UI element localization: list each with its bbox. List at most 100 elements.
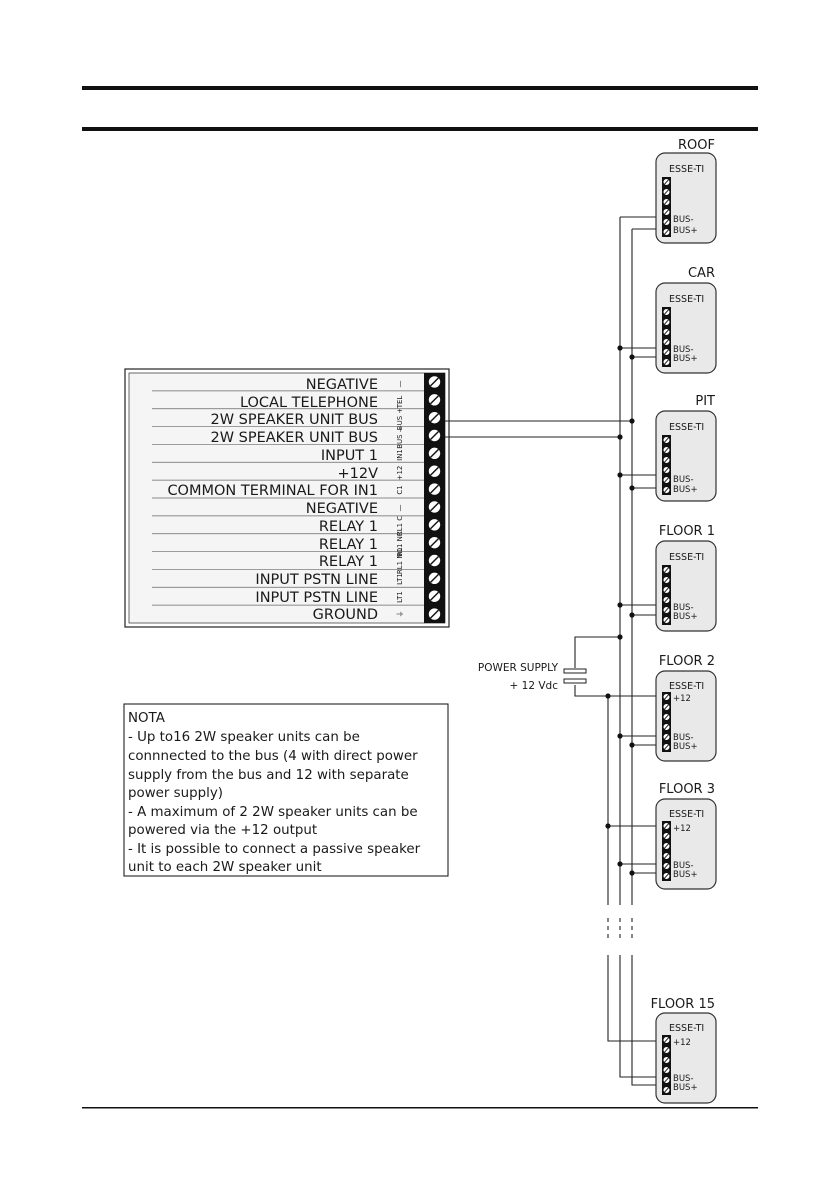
terminal-label: 2W SPEAKER UNIT BUS [210,430,378,446]
unit-screw-slot [664,447,669,453]
junction-dot [617,434,623,440]
terminal-label: NEGATIVE [306,501,378,517]
note-line: - A maximum of 2 2W speaker units can be [128,805,418,820]
unit-screw-slot [664,714,669,720]
terminal-label: 2W SPEAKER UNIT BUS [210,412,378,428]
unit-screw-slot [664,577,669,583]
unit-screw-slot [664,724,669,730]
unit-title: FLOOR 3 [659,782,715,797]
junction-dot [617,861,623,867]
terminal-strip [424,373,445,623]
unit-pin: BUS- [673,861,694,871]
terminal-block-frame [124,368,450,628]
junction-dot [629,485,635,491]
unit-screw-slot [664,209,669,215]
unit-screw-slot [664,1057,669,1063]
supply-bottom-lead [574,685,663,697]
screw-slot [430,413,439,423]
screw-slot [430,520,439,530]
unit-screw-slot [664,704,669,710]
unit-screw-slot [664,189,669,195]
unit-screw-slot [664,359,669,365]
terminal-label: NEGATIVE [306,377,378,393]
terminal-row: INPUT PSTN LINE LT1 [255,572,404,588]
unit-title: PIT [695,394,715,409]
note-line: unit to each 2W speaker unit [128,860,322,875]
note-line: - Up to16 2W speaker units can be [128,730,360,745]
note-line: - It is possible to connect a passive sp… [128,842,421,857]
terminal-label: RELAY 1 [319,537,378,553]
terminal-abbr: +12 [396,466,404,481]
junction-dot [629,354,635,360]
terminal-abbr: — [396,505,404,512]
unit-screw-slot [664,863,669,869]
unit-pin: BUS+ [673,742,698,752]
terminal-row: 2W SPEAKER UNIT BUS BUS + [210,408,404,431]
unit-screw-slot [664,617,669,623]
junction-dot [617,602,623,608]
unit-pin: +12 [673,824,691,834]
screw-slot [430,466,439,476]
terminal-label: INPUT PSTN LINE [255,590,378,606]
unit-pin: BUS+ [673,612,698,622]
unit-screw-slot [664,587,669,593]
unit-screw-slot [664,1037,669,1043]
unit-screw-slot [664,199,669,205]
power-supply-voltage: + 12 Vdc [510,680,559,692]
unit-pin: BUS- [673,1074,694,1084]
unit-terminal-strip [662,565,671,625]
unit-screw-slot [664,597,669,603]
speaker-unit-floor-1: FLOOR 1 ESSE-TI BUS- BUS+ [655,524,717,632]
terminal-abbr: — [396,381,404,388]
junction-dot [617,472,623,478]
junction-dot [629,418,635,424]
bus-break-dash [619,918,633,938]
terminal-row: INPUT PSTN LINE LT1 [255,590,404,606]
unit-pin: BUS- [673,733,694,743]
supply-positive-rail [607,696,663,1042]
screw-slot [430,609,439,619]
terminal-label: +12V [337,466,378,482]
unit-model: ESSE-TI [669,164,704,175]
note-frame [123,703,449,877]
terminal-abbr: IN1 [396,449,404,461]
unit-screw-slot [664,349,669,355]
terminal-row: LOCAL TELEPHONE TEL [240,395,404,411]
screw-slot [430,377,439,387]
unit-model: ESSE-TI [669,552,704,563]
unit-pin: BUS- [673,215,694,225]
unit-terminal-strip [662,1035,671,1095]
speaker-unit-pit: PIT ESSE-TI BUS- BUS+ [655,394,717,502]
junction-dot [617,634,623,640]
terminal-row: GROUND ⏚ [313,607,404,623]
unit-pin: BUS+ [673,1083,698,1093]
junction-dot [605,693,611,699]
terminal-row: COMMON TERMINAL FOR IN1 C1 [167,483,404,499]
unit-screw-slot [664,873,669,879]
unit-screw-slot [664,437,669,443]
screw-slot [430,431,439,440]
terminal-label: GROUND [313,607,378,623]
unit-terminal-strip [662,435,671,495]
unit-screw-slot [664,744,669,750]
screw-slot [430,502,439,512]
unit-title: CAR [688,266,715,281]
unit-pin: BUS+ [673,226,698,236]
note-line: connnected to the bus (4 with direct pow… [128,749,418,764]
screw-slot [430,448,439,458]
unit-terminal-strip [662,821,671,881]
unit-model: ESSE-TI [669,1023,704,1034]
terminal-abbr: RL1 NO [396,547,404,574]
unit-screw-slot [664,694,669,700]
terminal-row: RELAY 1 RL1 NO [319,547,404,574]
unit-screw-slot [664,319,669,325]
screw-slot [430,591,439,601]
note-line: supply from the bus and 12 with separate [128,768,409,783]
terminal-row: RELAY 1 RL1 NC [319,531,404,557]
unit-pin: BUS+ [673,485,698,495]
unit-model: ESSE-TI [669,809,704,820]
junction-dot [617,345,623,351]
terminal-label: INPUT PSTN LINE [255,572,378,588]
unit-screw-slot [664,1077,669,1083]
note-line: powered via the +12 output [128,823,317,838]
